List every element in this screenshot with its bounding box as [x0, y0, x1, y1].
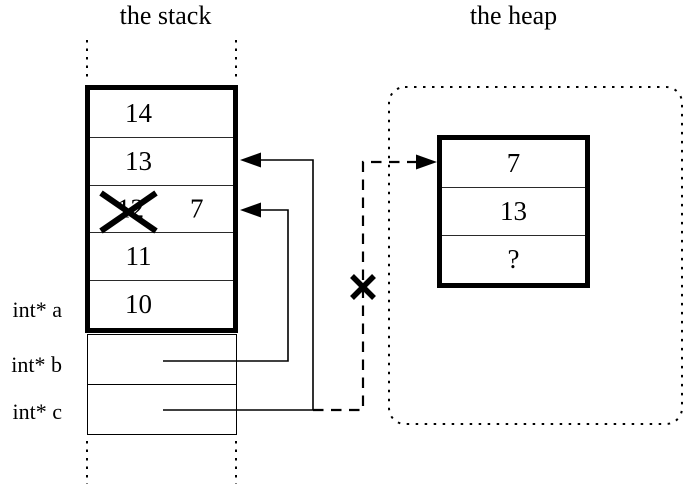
b-pointer-arrowhead-icon	[240, 202, 261, 218]
stack-frame: 14 13 12 7 11 10	[85, 85, 238, 333]
pointer-variable-cells	[87, 334, 237, 435]
stack-cell-value: 13	[125, 145, 152, 176]
stack-cell-value: 11	[125, 241, 152, 272]
heap-title: the heap	[469, 1, 558, 30]
var-label-b: int* b	[11, 352, 62, 377]
c-pointer-arrowhead-icon	[240, 152, 261, 168]
stack-cell-10: 10	[90, 281, 233, 328]
heap-cell-7: 7	[442, 140, 585, 188]
heap-cell-value: 13	[500, 196, 527, 226]
stack-cell-value: 14	[125, 97, 152, 128]
stack-cell-value: 10	[125, 289, 152, 320]
old-c-pointer-dashed-line	[313, 160, 419, 412]
heap-cell-unknown: ?	[442, 236, 585, 283]
old-c-pointer-arrowhead-icon	[416, 154, 437, 170]
pointer-cell-b	[88, 335, 236, 385]
pointer-cell-c	[88, 385, 236, 434]
heap-cell-value: ?	[507, 244, 520, 274]
old-value-crossed-out: 12	[117, 193, 144, 224]
stack-cell-13: 13	[90, 137, 233, 186]
stack-cell-overwritten: 12 7	[90, 185, 233, 234]
var-label-c: int* c	[12, 399, 63, 424]
heap-cell-value: 7	[506, 148, 521, 178]
stack-title: the stack	[119, 1, 212, 30]
heap-object: 7 13 ?	[437, 135, 590, 288]
stack-cell-11: 11	[90, 233, 233, 282]
var-label-a: int* a	[12, 297, 63, 322]
new-value: 7	[190, 193, 204, 224]
heap-cell-13: 13	[442, 188, 585, 236]
stack-cell-14: 14	[90, 90, 233, 138]
invalidated-pointer-x-icon	[350, 274, 376, 300]
